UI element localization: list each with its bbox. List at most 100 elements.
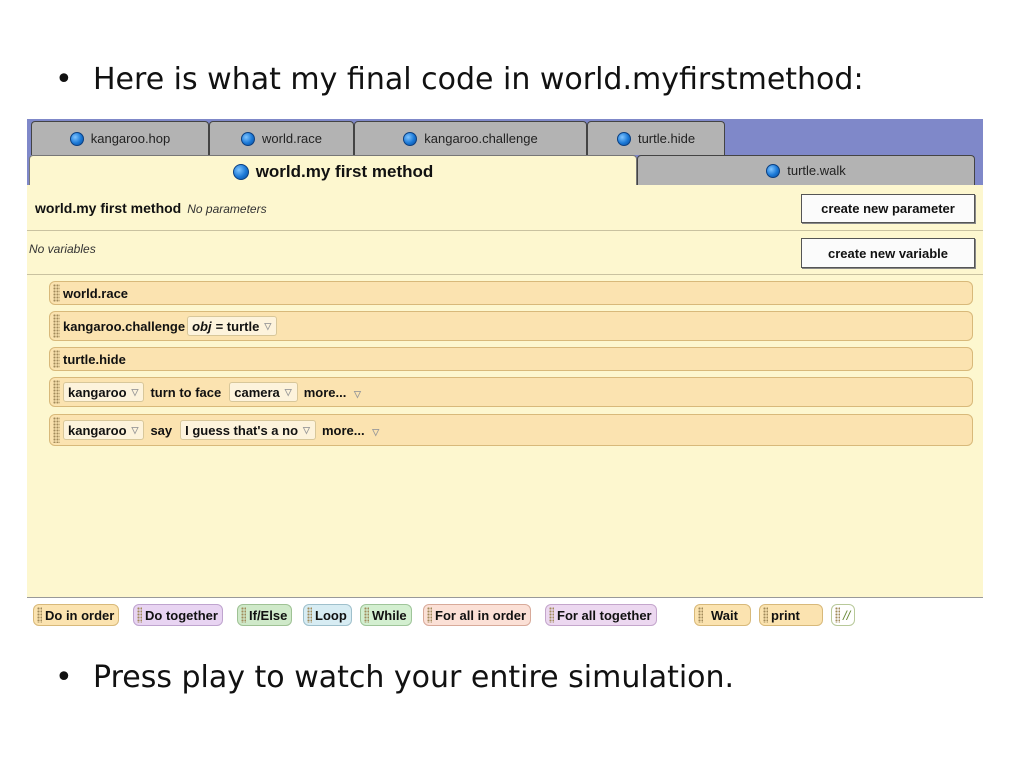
control-label: Do in order	[45, 607, 115, 623]
drag-grip-icon	[307, 607, 312, 623]
tab-world-my-first-method[interactable]: world.my first method	[29, 155, 637, 187]
verb-label: say	[150, 422, 173, 438]
create-new-parameter-button[interactable]: create new parameter	[801, 194, 975, 223]
param-value: = turtle	[215, 318, 260, 334]
parameters-row: world.my first method No parameters creat…	[27, 185, 983, 231]
statement-world-race[interactable]: world.race	[49, 281, 973, 305]
tab-world-race[interactable]: world.race	[209, 121, 354, 155]
bullet-top: • Here is what my final code in world.myf…	[55, 62, 864, 97]
control-label: //	[843, 607, 851, 623]
do-in-order-block[interactable]: Do in order	[33, 604, 120, 626]
method-ball-icon	[69, 131, 84, 146]
do-together-block[interactable]: Do together	[133, 604, 223, 626]
dropdown-value: I guess that's a no	[185, 422, 299, 438]
dropdown-value: kangaroo	[68, 384, 127, 400]
bullet-top-text: Here is what my final code in world.myfi…	[93, 62, 864, 97]
control-label: While	[372, 607, 407, 623]
tab-label: kangaroo.challenge	[424, 131, 538, 146]
more-label: more...	[303, 384, 347, 400]
drag-grip-icon[interactable]	[53, 314, 60, 338]
text-dropdown[interactable]: I guess that's a no ▽	[180, 420, 316, 440]
drag-grip-icon	[698, 607, 703, 623]
target-dropdown[interactable]: camera ▽	[229, 382, 298, 402]
method-ball-icon	[766, 163, 781, 178]
drag-grip-icon	[763, 607, 768, 623]
wait-block[interactable]: Wait	[694, 604, 751, 626]
statement-turn-to-face[interactable]: kangaroo ▽ turn to face camera ▽ more...…	[49, 377, 973, 407]
dropdown-arrow-icon: ▽	[372, 426, 380, 437]
drag-grip-icon	[427, 607, 432, 623]
statement-text: world.race	[63, 285, 129, 301]
method-editor-panel: world.my first method No parameters creat…	[27, 185, 983, 597]
control-label: Loop	[315, 607, 347, 623]
object-dropdown[interactable]: kangaroo ▽	[63, 382, 145, 402]
control-label: For all in order	[435, 607, 527, 623]
control-label: print	[771, 607, 800, 623]
print-block[interactable]: print	[759, 604, 823, 626]
statement-text: turtle.hide	[63, 351, 126, 367]
more-dropdown[interactable]: more... ▽	[304, 385, 361, 400]
dropdown-arrow-icon: ▽	[303, 424, 310, 435]
tab-label: turtle.walk	[787, 163, 846, 178]
drag-grip-icon	[835, 607, 840, 623]
bullet-bottom: • Press play to watch your entire simulat…	[55, 660, 734, 695]
control-label: For all together	[557, 607, 652, 623]
drag-grip-icon[interactable]	[53, 350, 60, 368]
control-label: If/Else	[249, 607, 288, 623]
parameters-note: No parameters	[187, 202, 267, 216]
loop-block[interactable]: Loop	[303, 604, 352, 626]
variables-row: No variables create new variable	[27, 231, 983, 275]
drag-grip-icon[interactable]	[53, 284, 60, 302]
method-ball-icon	[232, 163, 249, 180]
drag-grip-icon	[241, 607, 246, 623]
create-new-variable-button[interactable]: create new variable	[801, 238, 975, 268]
tab-label: world.race	[262, 131, 322, 146]
more-dropdown[interactable]: more... ▽	[322, 423, 379, 438]
for-all-together-block[interactable]: For all together	[545, 604, 657, 626]
drag-grip-icon	[137, 607, 142, 623]
method-ball-icon	[403, 131, 418, 146]
method-ball-icon	[616, 131, 631, 146]
bullet-bottom-text: Press play to watch your entire simulati…	[93, 660, 735, 695]
control-blocks-bar: Do in order Do together If/Else Loop Whi…	[27, 597, 983, 631]
dropdown-value: kangaroo	[68, 422, 127, 438]
tab-turtle-walk[interactable]: turtle.walk	[637, 155, 975, 185]
method-title-text: world.my first method	[35, 200, 182, 216]
tab-label: turtle.hide	[637, 131, 696, 146]
variables-note: No variables	[29, 242, 96, 256]
dropdown-arrow-icon: ▽	[284, 386, 292, 397]
statement-text: kangaroo.challenge	[63, 318, 186, 334]
tab-turtle-hide[interactable]: turtle.hide	[587, 121, 725, 155]
statement-turtle-hide[interactable]: turtle.hide	[49, 347, 973, 371]
control-label: Wait	[711, 607, 738, 623]
method-title: world.my first method No parameters	[35, 200, 267, 216]
comment-block[interactable]: //	[831, 604, 856, 626]
drag-grip-icon	[364, 607, 369, 623]
more-label: more...	[321, 422, 365, 438]
drag-grip-icon	[37, 607, 42, 623]
alice-editor-screenshot: kangaroo.hop world.race kangaroo.challen…	[27, 119, 983, 631]
dropdown-value: camera	[234, 384, 280, 400]
tab-kangaroo-hop[interactable]: kangaroo.hop	[31, 121, 209, 155]
if-else-block[interactable]: If/Else	[237, 604, 293, 626]
for-all-in-order-block[interactable]: For all in order	[423, 604, 532, 626]
tab-label: kangaroo.hop	[90, 131, 171, 146]
tab-kangaroo-challenge[interactable]: kangaroo.challenge	[354, 121, 587, 155]
method-ball-icon	[241, 131, 256, 146]
object-dropdown[interactable]: kangaroo ▽	[63, 420, 145, 440]
bullet-dot: •	[55, 62, 73, 97]
dropdown-arrow-icon: ▽	[264, 320, 272, 331]
bullet-dot: •	[55, 660, 73, 695]
while-block[interactable]: While	[360, 604, 412, 626]
param-obj-dropdown[interactable]: obj = turtle ▽	[187, 316, 278, 336]
drag-grip-icon	[549, 607, 554, 623]
dropdown-arrow-icon: ▽	[131, 424, 139, 435]
drag-grip-icon[interactable]	[53, 380, 60, 404]
statement-kangaroo-challenge[interactable]: kangaroo.challenge obj = turtle ▽	[49, 311, 973, 341]
drag-grip-icon[interactable]	[53, 417, 60, 443]
statement-say[interactable]: kangaroo ▽ say I guess that's a no ▽ mor…	[49, 414, 973, 446]
param-name: obj	[192, 318, 212, 334]
control-label: Do together	[145, 607, 218, 623]
tab-label: world.my first method	[255, 161, 434, 181]
dropdown-arrow-icon: ▽	[131, 386, 139, 397]
